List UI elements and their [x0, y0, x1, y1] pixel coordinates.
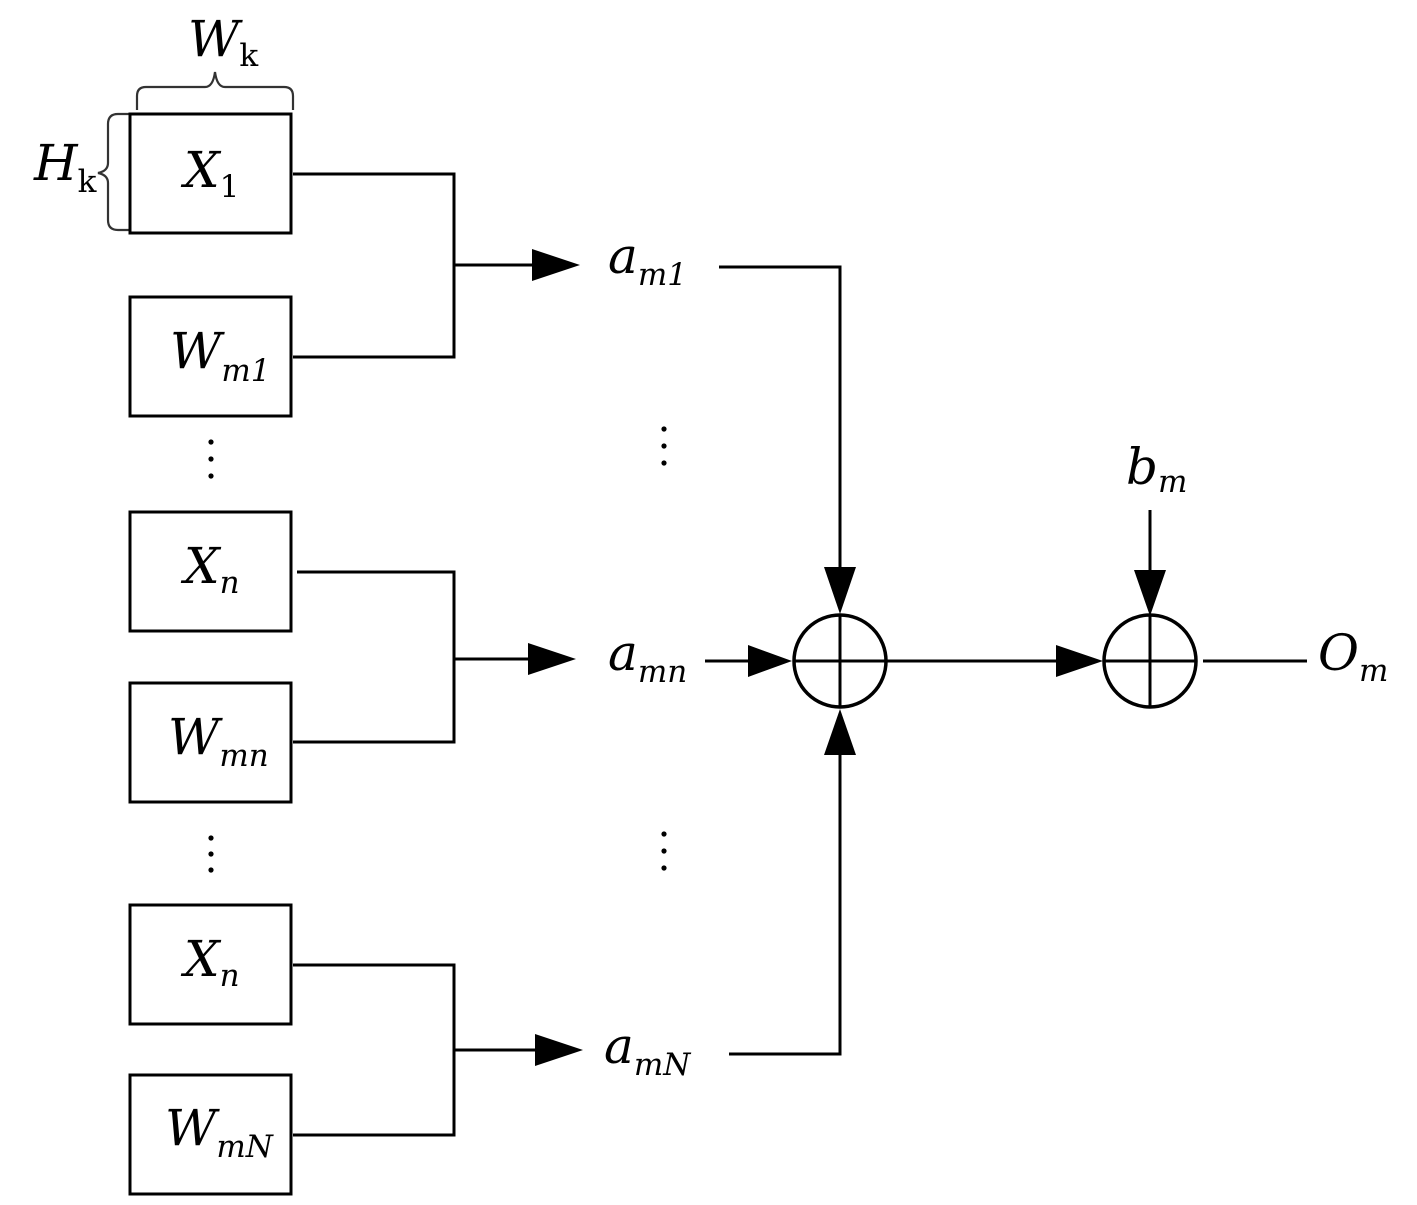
- product-amn: amn: [608, 624, 687, 690]
- bias-label: bm: [1126, 438, 1187, 500]
- input-block-x1-label: X1: [180, 141, 239, 205]
- weight-block-wm1-main: W: [170, 322, 225, 380]
- width-label-main: W: [188, 10, 243, 68]
- weight-block-wmn: [128, 681, 293, 804]
- weight-block-wm1-sub: m1: [221, 353, 270, 389]
- input-block-xn-2-main: X: [180, 930, 222, 988]
- input-block-x1: [128, 112, 293, 235]
- am1-arrowhead: [824, 567, 856, 614]
- width-brace: [135, 71, 295, 110]
- summing-junction-1: [792, 613, 888, 709]
- summing-junction-2: [1102, 613, 1198, 709]
- input-block-xn-sub: n: [220, 565, 240, 601]
- input-block-xn-label: Xn: [180, 537, 240, 601]
- group3-arrow: [535, 1034, 583, 1066]
- weight-block-wm1-label: Wm1: [170, 322, 271, 389]
- input-block-x1-main: X: [180, 141, 222, 199]
- amN-to-sum-line: [729, 752, 842, 1056]
- ellipsis-middle-2: [661, 831, 667, 871]
- product-am1-main: a: [608, 227, 638, 285]
- product-amN: amN: [604, 1017, 692, 1083]
- sum2-input-arrowhead: [1056, 645, 1103, 677]
- weight-block-wmn-label: Wmn: [168, 708, 269, 774]
- input-block-xn-main: X: [180, 537, 222, 595]
- group3-connector: [293, 963, 538, 1137]
- am1-to-sum-line: [719, 265, 842, 570]
- height-label: Hk: [33, 134, 97, 200]
- input-block-xn-2: [128, 903, 293, 1026]
- input-block-xn-2-label: Xn: [180, 930, 240, 994]
- amn-arrowhead: [748, 645, 792, 677]
- bias-label-main: b: [1126, 438, 1158, 496]
- output-label: Om: [1318, 624, 1388, 689]
- input-block-x1-sub: 1: [220, 169, 240, 205]
- weight-block-wmN-main: W: [165, 1099, 220, 1157]
- group2-arrow: [528, 643, 576, 675]
- ellipsis-left-1: [208, 439, 214, 479]
- product-am1: am1: [608, 227, 687, 293]
- ellipsis-left-2: [208, 835, 214, 873]
- weight-block-wmN-label: WmN: [165, 1099, 275, 1165]
- weight-block-wm1: [128, 295, 293, 418]
- output-label-main: O: [1318, 624, 1359, 682]
- height-label-main: H: [33, 134, 79, 192]
- weight-block-wmn-sub: mn: [219, 738, 268, 774]
- input-block-xn: [128, 510, 293, 633]
- bias-arrowhead: [1134, 570, 1166, 616]
- width-label: Wk: [188, 10, 258, 74]
- input-block-xn-2-sub: n: [220, 958, 240, 994]
- product-amN-sub: mN: [634, 1047, 692, 1083]
- ellipsis-middle-1: [661, 426, 667, 466]
- product-amn-sub: mn: [638, 654, 687, 690]
- width-label-sub: k: [239, 38, 258, 74]
- output-label-sub: m: [1359, 653, 1388, 689]
- product-amn-main: a: [608, 624, 638, 682]
- group1-arrow: [532, 249, 580, 281]
- height-brace: [97, 112, 130, 232]
- bias-label-sub: m: [1158, 464, 1187, 500]
- weight-block-wmN-sub: mN: [216, 1129, 274, 1165]
- weight-block-wmn-main: W: [168, 708, 223, 766]
- group1-connector: [293, 172, 535, 359]
- product-am1-sub: m1: [638, 257, 687, 293]
- height-label-sub: k: [78, 164, 97, 200]
- weight-block-wmN: [128, 1073, 293, 1196]
- group2-connector: [293, 570, 530, 744]
- product-amN-main: a: [604, 1017, 634, 1075]
- amN-arrowhead: [824, 709, 856, 755]
